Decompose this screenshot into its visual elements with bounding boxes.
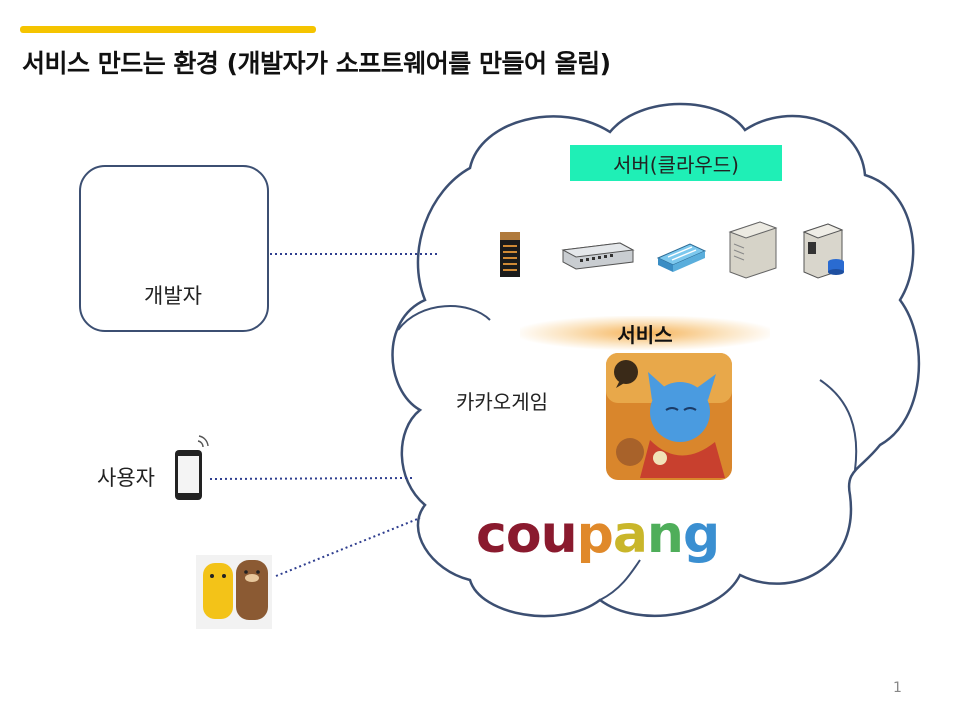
coupang-letter: u [540,505,578,565]
coupang-letter: n [646,505,684,565]
user-label: 사용자 [97,466,155,490]
page-number: 1 [893,680,902,696]
server-cloud-label: 서버(클라우드) [570,145,782,181]
developer-label: 개발자 [144,284,202,308]
user-connector [209,477,413,480]
title-accent-bar [20,26,316,33]
coupang-letter: a [612,505,648,565]
coupang-letter: c [476,505,507,565]
coupang-letter: p [576,505,614,565]
coupang-letter: g [682,505,720,565]
network-appliance-icon [561,242,635,270]
kakao-game-app-icon [606,353,732,480]
kakao-game-label: 카카오게임 [456,390,548,414]
speaker-connector [275,517,421,577]
developer-box [79,165,269,332]
tower-server-icon [728,221,778,279]
coupang-letter: o [505,505,542,565]
service-label: 서비스 [520,316,770,350]
coupang-logo: coupang [476,505,720,565]
database-server-icon [802,223,844,279]
rack-server-icon [500,232,520,277]
smartphone-icon [175,435,209,500]
smart-speakers-icon [196,555,272,629]
slide-title: 서비스 만드는 환경 (개발자가 소프트웨어를 만들어 올림) [22,49,611,78]
network-switch-icon [656,243,707,272]
